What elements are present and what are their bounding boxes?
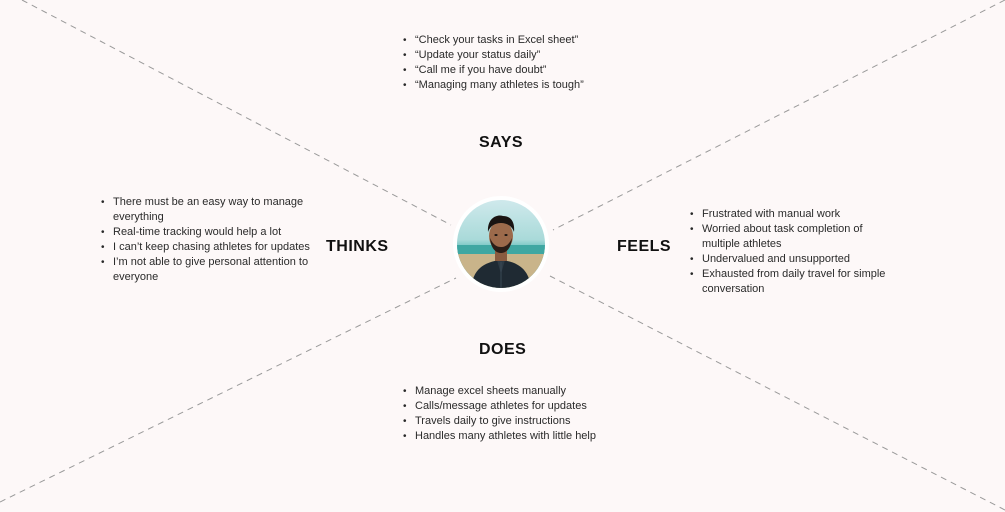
does-list: Manage excel sheets manually Calls/messa… [402, 384, 625, 444]
divider-bottom-left [0, 277, 457, 503]
list-item: “Managing many athletes is tough” [403, 78, 635, 93]
list-item: “Check your tasks in Excel sheet” [403, 33, 635, 48]
list-item: Worried about task completion of multipl… [690, 222, 902, 252]
divider-top-left [21, 0, 452, 226]
says-heading: SAYS [479, 134, 524, 151]
does-heading: DOES [479, 341, 527, 358]
persona-avatar [453, 196, 549, 292]
divider-bottom-right [549, 275, 1005, 511]
says-list: “Check your tasks in Excel sheet” “Updat… [402, 33, 635, 93]
list-item: I can’t keep chasing athletes for update… [101, 240, 313, 255]
list-item: Handles many athletes with little help [403, 429, 625, 444]
list-item: Frustrated with manual work [690, 207, 902, 222]
divider-top-right [552, 0, 1005, 231]
list-item: Calls/message athletes for updates [403, 399, 625, 414]
list-item: Exhausted from daily travel for simple c… [690, 267, 902, 297]
list-item: Manage excel sheets manually [403, 384, 625, 399]
list-item: Undervalued and unsupported [690, 252, 902, 267]
avatar [457, 200, 545, 288]
thinks-list: There must be an easy way to manage ever… [100, 195, 313, 285]
feels-heading: FEELS [617, 238, 672, 255]
thinks-heading: THINKS [326, 238, 389, 255]
list-item: Real-time tracking would help a lot [101, 225, 313, 240]
list-item: Travels daily to give instructions [403, 414, 625, 429]
list-item: “Update your status daily” [403, 48, 635, 63]
person-icon [457, 200, 545, 288]
list-item: There must be an easy way to manage ever… [101, 195, 313, 225]
list-item: I’m not able to give personal attention … [101, 255, 313, 285]
feels-list: Frustrated with manual work Worried abou… [689, 207, 902, 297]
list-item: “Call me if you have doubt” [403, 63, 635, 78]
